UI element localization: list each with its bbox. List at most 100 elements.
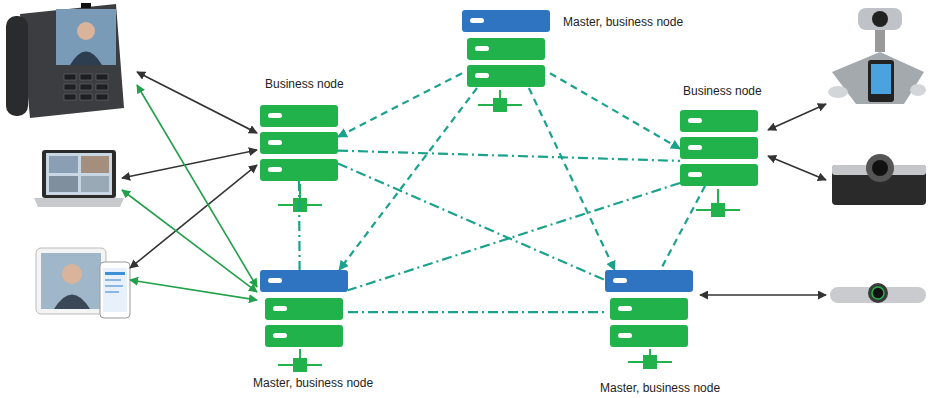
- device-arrow: [130, 280, 257, 300]
- laptop-screen: [46, 153, 112, 195]
- conference-set: [828, 8, 926, 104]
- device-arrow: [700, 294, 826, 296]
- bar-lens: [872, 287, 884, 299]
- server-led: [273, 306, 287, 311]
- phone-key: [64, 84, 76, 90]
- dashed-link: [338, 73, 462, 137]
- laptop-frame: [42, 150, 116, 198]
- person-head: [62, 264, 82, 284]
- switch-box: [644, 356, 656, 368]
- server-node: Master, business node: [260, 270, 348, 348]
- dashed-link: [298, 181, 301, 270]
- server-bar: [467, 38, 545, 60]
- video-tile: [49, 156, 78, 173]
- tablet-screen: [41, 253, 101, 309]
- camera-lens: [872, 160, 888, 176]
- dashed-link: [339, 88, 477, 270]
- person-head: [77, 22, 95, 40]
- server-led: [273, 333, 287, 338]
- server-led: [613, 278, 627, 283]
- server-bar: [265, 325, 343, 347]
- camera-housing: [866, 154, 894, 182]
- phone-key: [80, 74, 92, 80]
- touch-panel: [868, 60, 894, 102]
- phone-key: [80, 94, 92, 100]
- dashed-link: [338, 151, 680, 161]
- phone-frame: [100, 262, 130, 318]
- node-label: Master, business node: [253, 376, 373, 390]
- dashed-link: [529, 88, 615, 270]
- camera-body: [858, 8, 902, 30]
- video-tile: [49, 176, 78, 192]
- camera-stand: [875, 30, 885, 52]
- server-bar: [265, 298, 343, 320]
- phone-key: [96, 94, 108, 100]
- server-bar: [260, 132, 338, 154]
- video-camera: [832, 154, 926, 205]
- video-bar: [830, 283, 926, 303]
- server-led: [618, 306, 632, 311]
- tablet-frame: [36, 248, 106, 314]
- phone-key: [96, 84, 108, 90]
- phone-body: [20, 4, 124, 118]
- mic-pod: [828, 86, 848, 98]
- server-node: Master, business node: [605, 270, 693, 348]
- switch-box: [494, 99, 506, 111]
- phone-camera: [81, 3, 91, 8]
- laptop-base: [34, 198, 124, 207]
- node-label: Business node: [683, 84, 762, 98]
- server-bar: [260, 105, 338, 127]
- tablet-and-phone: [36, 248, 130, 318]
- video-tile: [81, 176, 109, 192]
- camera-lens: [872, 11, 888, 27]
- server-node: Business node: [260, 105, 338, 181]
- server-bar: [680, 137, 758, 159]
- server-led: [268, 140, 282, 145]
- server-led: [475, 73, 489, 78]
- device-arrow: [768, 104, 826, 130]
- node-label: Business node: [265, 77, 344, 91]
- dashed-link: [348, 311, 605, 313]
- screen-line: [105, 279, 121, 281]
- server-led: [268, 113, 282, 118]
- phone-screen: [103, 268, 127, 312]
- screen-line: [105, 285, 123, 287]
- device-arrow: [122, 190, 257, 292]
- server-led: [618, 333, 632, 338]
- server-led: [475, 46, 489, 51]
- server-bar: [680, 110, 758, 132]
- person-body: [70, 52, 102, 66]
- server-node: Master, business node: [462, 10, 550, 88]
- device-arrow: [768, 156, 826, 180]
- server-led: [688, 145, 702, 150]
- server-bar: [610, 298, 688, 320]
- server-led: [268, 278, 282, 283]
- bar-housing: [868, 283, 888, 303]
- server-led: [688, 118, 702, 123]
- dashed-link: [550, 73, 680, 149]
- switch-symbols: [278, 90, 740, 371]
- phone-key: [64, 94, 76, 100]
- server-bar: [260, 270, 348, 292]
- switch-box: [294, 359, 306, 371]
- switch-stem: [717, 189, 719, 205]
- screen-line: [105, 272, 125, 275]
- node-label: Master, business node: [600, 381, 720, 395]
- server-bar: [462, 10, 550, 32]
- switch-box: [712, 204, 724, 216]
- device-arrow: [137, 72, 257, 133]
- server-node: Business node: [680, 110, 758, 186]
- conference-phone: [832, 52, 924, 104]
- laptop: [34, 150, 124, 207]
- dashed-link: [338, 164, 605, 281]
- node-label: Master, business node: [563, 15, 683, 29]
- touch-screen: [871, 64, 891, 94]
- server-led: [268, 167, 282, 172]
- mic-pod: [910, 84, 926, 96]
- server-bar: [467, 65, 545, 87]
- phone-key: [96, 74, 108, 80]
- video-tile: [81, 156, 109, 173]
- screen-line: [105, 291, 119, 293]
- phone-screen: [56, 9, 116, 65]
